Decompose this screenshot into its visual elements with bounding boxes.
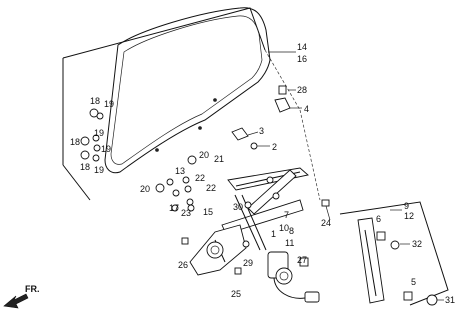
- callout-21: 21: [214, 154, 224, 164]
- callout-labels: 14 16 28 4 3 2 18 19 19 18 19 18 19 20 2…: [70, 42, 455, 305]
- glass-clips: [80, 108, 104, 162]
- rear-channel-assembly: [339, 201, 449, 306]
- callout-6: 6: [376, 214, 381, 224]
- fasteners-mid: [155, 155, 330, 275]
- callout-22: 22: [195, 173, 205, 183]
- callout-15: 15: [203, 207, 213, 217]
- callout-31: 31: [445, 295, 455, 305]
- glass-run-bracket: [231, 85, 291, 150]
- callout-1: 1: [271, 229, 276, 239]
- nut-18-c: [80, 150, 90, 160]
- regulator-motor: [267, 251, 320, 303]
- callout-30: 30: [233, 202, 243, 212]
- callout-11: 11: [285, 238, 294, 248]
- callout-18: 18: [80, 162, 90, 172]
- callout-5: 5: [411, 277, 416, 287]
- callout-8: 8: [289, 226, 294, 236]
- callout-13: 13: [175, 166, 185, 176]
- nut-18-b: [80, 136, 90, 146]
- callout-9: 9: [404, 201, 409, 211]
- callout-27: 27: [297, 255, 307, 265]
- callout-26: 26: [178, 260, 188, 270]
- callout-29: 29: [243, 258, 253, 268]
- callout-19: 19: [104, 99, 114, 109]
- front-direction-arrow: FR.: [3, 284, 40, 309]
- callout-7: 7: [284, 210, 289, 220]
- callout-19: 19: [94, 165, 104, 175]
- washer-19-c: [92, 154, 100, 162]
- window-regulator: [189, 167, 309, 276]
- callout-28: 28: [297, 85, 307, 95]
- leader-lines: [247, 51, 444, 301]
- callout-2: 2: [272, 142, 277, 152]
- door-glass: [104, 7, 271, 174]
- callout-12: 12: [404, 211, 414, 221]
- front-direction-label: FR.: [25, 284, 40, 294]
- callout-3: 3: [259, 126, 264, 136]
- callout-24: 24: [321, 218, 331, 228]
- nut-18: [89, 108, 99, 118]
- callout-18: 18: [90, 96, 100, 106]
- callout-20: 20: [199, 150, 209, 160]
- callout-18: 18: [70, 137, 80, 147]
- callout-14: 14: [297, 42, 307, 52]
- washer-19-d: [93, 144, 101, 152]
- washer-19-b: [92, 134, 100, 142]
- callout-22: 22: [206, 183, 216, 193]
- callout-19: 19: [94, 128, 104, 138]
- callout-10: 10: [279, 223, 289, 233]
- washer-19: [96, 112, 104, 120]
- callout-25: 25: [231, 289, 241, 299]
- callout-4: 4: [304, 104, 309, 114]
- callout-32: 32: [412, 239, 422, 249]
- callout-20: 20: [140, 184, 150, 194]
- callout-23: 23: [181, 208, 191, 218]
- callout-16: 16: [297, 54, 307, 64]
- callout-19: 19: [101, 144, 111, 154]
- callout-17: 17: [169, 203, 179, 213]
